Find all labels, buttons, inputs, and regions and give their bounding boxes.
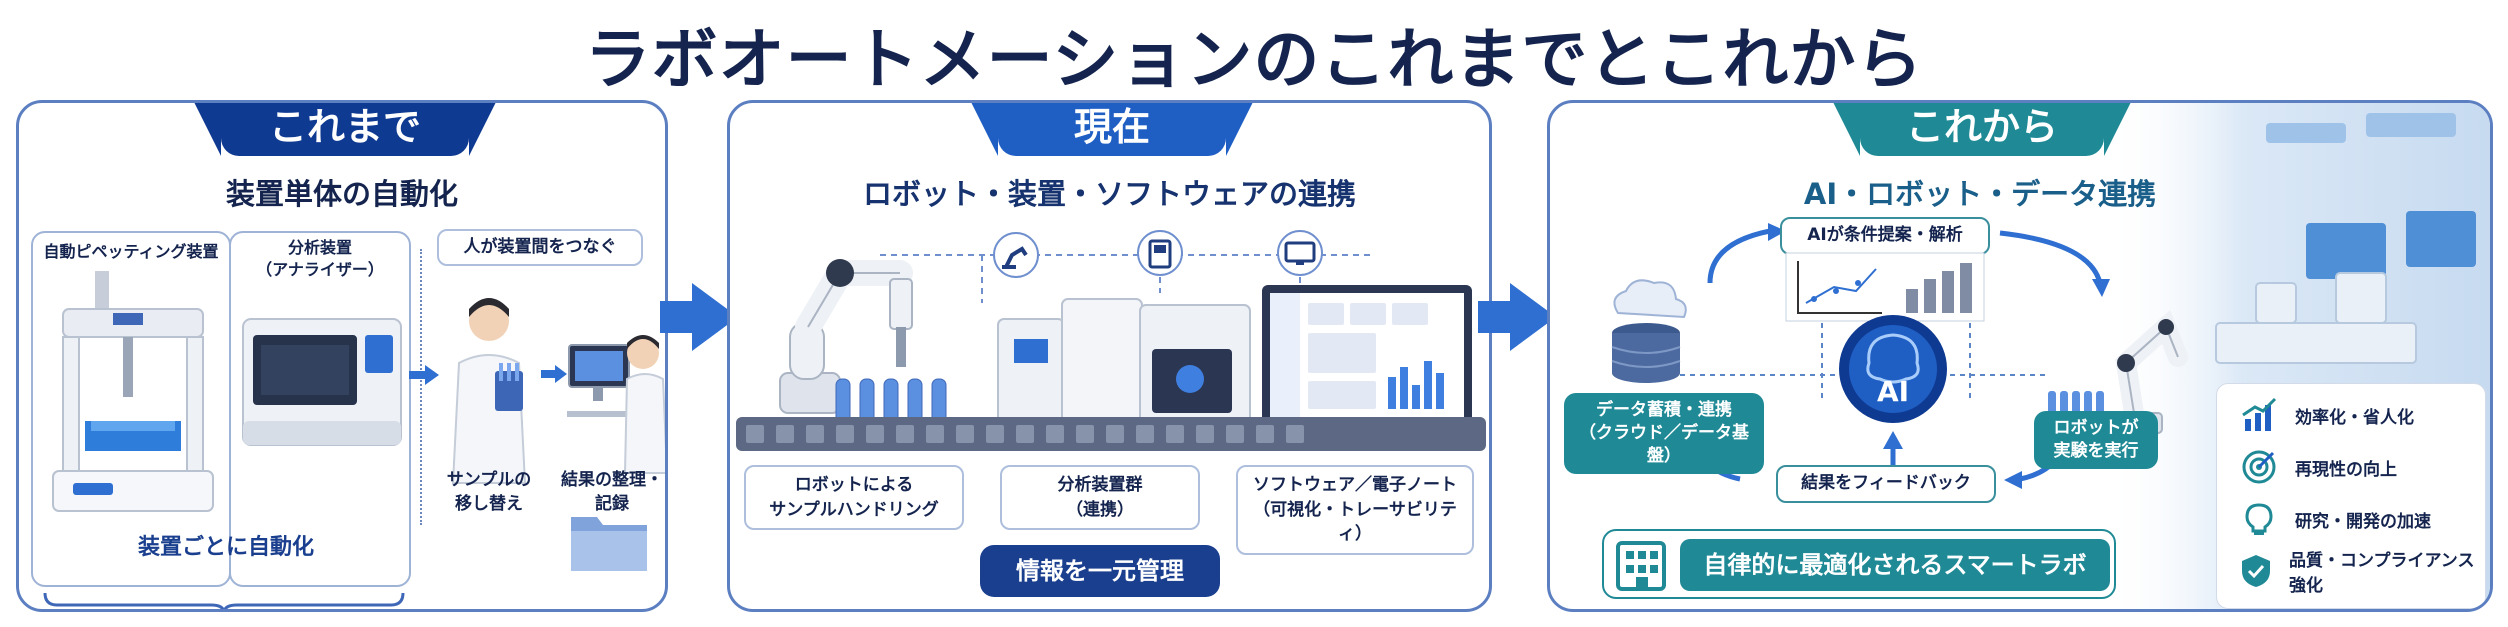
data-storage-badge: データ蓄積・連携 （クラウド／データ基盤） — [1564, 393, 1764, 474]
benefit-compliance: 品質・コンプライアンス強化 — [2217, 546, 2485, 596]
record-label-2: 記録 — [595, 494, 629, 514]
card-robot-handling: ロボットによる サンプルハンドリング — [744, 465, 964, 531]
robot-arm-illustration — [779, 259, 913, 414]
record-label-1: 結果の整理・ — [561, 470, 663, 490]
shield-check-icon — [2242, 555, 2270, 587]
transfer-label-2: 移し替え — [455, 494, 523, 514]
card-analyzers: 分析装置群 （連携） — [1000, 465, 1200, 531]
smart-lab-label: 自律的に最適化されるスマートラボ — [1680, 539, 2110, 591]
tab-future: これから — [1832, 103, 2132, 156]
data-storage-line2: （クラウド／データ基盤） — [1579, 422, 1749, 466]
past-subtitle: 装置単体の自動化 — [225, 177, 458, 211]
ai-brain-icon — [1839, 315, 1947, 423]
benefit-efficiency: 効率化・省人化 — [2217, 390, 2485, 440]
scientist-at-computer-icon — [567, 335, 665, 474]
target-icon — [2242, 450, 2276, 484]
robot-arm-icon-top — [993, 232, 1039, 278]
analyzers-illustration — [997, 298, 1251, 450]
lightbulb-icon — [2245, 503, 2273, 535]
scientist-with-tubes-icon — [451, 298, 527, 484]
robot-exec-badge: ロボットが 実験を実行 — [2034, 411, 2158, 469]
tab-past: これまで — [193, 103, 497, 156]
benefit-acceleration: 研究・開発の加速 — [2217, 494, 2485, 544]
benefit-acceleration-label: 研究・開発の加速 — [2295, 511, 2431, 532]
device-icon-top — [1137, 230, 1183, 276]
benefit-reproducibility: 再現性の向上 — [2217, 442, 2485, 492]
analyzer-machine-icon — [242, 318, 402, 446]
monitor-icon-top — [1277, 230, 1323, 276]
arrow-to-person1 — [409, 365, 439, 385]
card-software: ソフトウェア／電子ノート （可視化・トレーサビリティ） — [1236, 465, 1474, 555]
tab-present: 現在 — [970, 103, 1254, 156]
arrow-to-person2 — [541, 365, 567, 383]
divider — [420, 249, 422, 525]
main-title: ラボオートメーションのこれまでとこれから — [584, 21, 1924, 98]
analyzer-label-2: （アナライザー） — [256, 260, 384, 279]
card-robot-handling-line1: ロボットによる — [794, 475, 914, 495]
ai-proposal-label: AIが条件提案・解析 — [1780, 217, 1990, 255]
per-device-automation: 装置ごとに自動化 — [137, 535, 314, 560]
panel-future: これから AI・ロボット・データ連携 AIが条件提案・解析 — [1547, 100, 2493, 612]
callout-human-connects: 人が装置間をつなぐ — [437, 229, 643, 266]
data-storage-line1: データ蓄積・連携 — [1596, 400, 1732, 420]
benefit-efficiency-label: 効率化・省人化 — [2295, 407, 2414, 428]
present-subtitle: ロボット・装置・ソフトウェアの連携 — [862, 177, 1356, 211]
card-robot-handling-line2: サンプルハンドリング — [769, 499, 939, 520]
folder-icon — [571, 517, 647, 571]
pipetting-device-label: 自動ピペッティング装置 — [43, 242, 219, 261]
card-software-line1: ソフトウェア／電子ノート — [1253, 475, 1457, 495]
benefit-compliance-label: 品質・コンプライアンス強化 — [2289, 551, 2475, 596]
transfer-label-1: サンプルの — [446, 470, 532, 490]
benefits-panel: 効率化・省人化 再現性の向上 研究・開発の加速 品質・コンプライアンス強化 — [2216, 383, 2486, 609]
analysis-chart-icon — [1785, 252, 1985, 322]
ai-label: AI — [1876, 375, 1910, 408]
robot-exec-line1: ロボットが — [2053, 418, 2139, 438]
robot-exec-line2: 実験を実行 — [2053, 440, 2139, 461]
bracket — [43, 592, 405, 609]
card-analyzers-line1: 分析装置群 — [1057, 475, 1143, 495]
feedback-label: 結果をフィードバック — [1776, 465, 1996, 503]
software-monitor-illustration — [1262, 285, 1472, 451]
central-management-badge: 情報を一元管理 — [980, 545, 1220, 597]
building-icon — [1616, 541, 1666, 591]
analyzer-label-1: 分析装置 — [287, 238, 352, 257]
card-software-line2: （可視化・トレーサビリティ） — [1253, 499, 1457, 545]
cloud-database-icon — [1611, 279, 1687, 383]
card-analyzers-line2: （連携） — [1066, 499, 1134, 520]
panel-past: これまで 装置単体の自動化 自動ピペッティング装置 分析装置 （アナライザー） — [16, 100, 668, 612]
bar-chart-icon — [2242, 397, 2277, 431]
conveyor-belt — [736, 417, 1486, 451]
panel-present: 現在 ロボット・装置・ソフトウェアの連携 — [727, 100, 1492, 612]
benefit-reproducibility-label: 再現性の向上 — [2295, 459, 2397, 480]
future-subtitle: AI・ロボット・データ連携 — [1803, 177, 2157, 211]
pipetting-machine-icon — [52, 271, 214, 512]
